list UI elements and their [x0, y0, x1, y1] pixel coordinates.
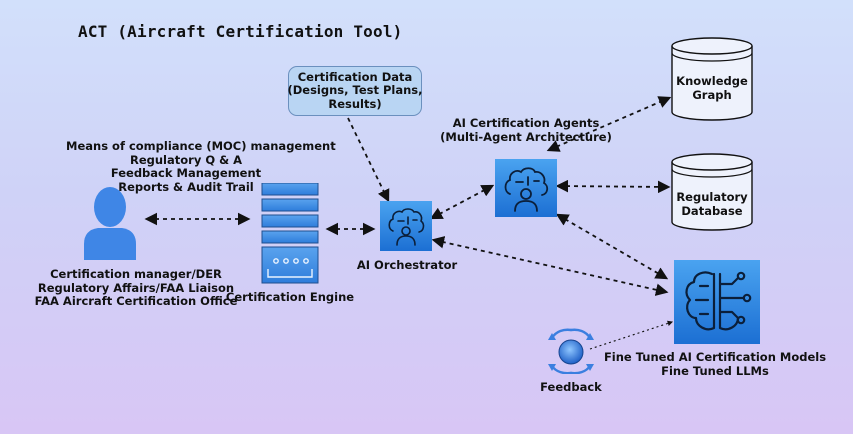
function-item: Feedback Management [110, 166, 262, 180]
certification-data-box[interactable]: Certification Data (Designs, Test Plans,… [287, 66, 423, 116]
engine-label: Certification Engine [225, 290, 355, 304]
database-icon[interactable] [670, 152, 754, 232]
models-label-line: Fine Tuned AI Certification Models [603, 350, 827, 364]
agents-label-line: (Multi-Agent Architecture) [440, 129, 612, 144]
regulatory-db-label-line: Database [681, 204, 743, 218]
server-rack-icon[interactable] [260, 183, 320, 285]
ai-brain-icon[interactable] [495, 159, 557, 217]
orchestrator-label: AI Orchestrator [356, 258, 458, 272]
edge-feedback-models [589, 320, 674, 350]
edge-orchestrator-agents [429, 184, 495, 220]
feedback-loop-icon[interactable] [546, 328, 596, 374]
regulatory-db-label: Regulatory Database [670, 190, 754, 218]
edge-certdata-orchestrator [347, 117, 390, 203]
certification-data-line: Certification Data [297, 69, 413, 84]
regulatory-db-label-line: Regulatory [676, 190, 748, 204]
database-icon[interactable] [670, 36, 754, 122]
user-roles: Certification manager/DER Regulatory Aff… [30, 267, 242, 309]
edge-agents-models [555, 213, 669, 280]
knowledge-graph-label-line: Graph [692, 88, 732, 102]
models-label: Fine Tuned AI Certification Models Fine … [602, 350, 828, 378]
agents-label: AI Certification Agents (Multi-Agent Arc… [440, 116, 612, 144]
edge-orchestrator-models [431, 236, 669, 296]
certification-data-line: (Designs, Test Plans, [287, 83, 423, 98]
function-item: Means of compliance (MOC) management [66, 139, 336, 153]
ai-brain-icon[interactable] [380, 201, 432, 251]
agents-label-line: AI Certification Agents [452, 116, 600, 130]
edge-agents-regulatory-db [555, 179, 671, 194]
person-icon[interactable] [82, 186, 138, 260]
user-role: Certification manager/DER [50, 267, 222, 281]
function-item: Regulatory Q & A [129, 152, 243, 167]
certification-data-line: Results) [328, 96, 382, 111]
models-label-line: Fine Tuned LLMs [661, 363, 769, 378]
neural-brain-icon[interactable] [674, 260, 760, 344]
feedback-label: Feedback [540, 380, 602, 394]
function-item: Reports & Audit Trail [118, 179, 254, 194]
knowledge-graph-label-line: Knowledge [676, 74, 748, 88]
functions-list: Means of compliance (MOC) management Reg… [66, 139, 336, 194]
user-role: Regulatory Affairs/FAA Liaison [37, 280, 235, 295]
diagram-title: ACT (Aircraft Certification Tool) [78, 22, 403, 41]
knowledge-graph-label: Knowledge Graph [670, 74, 754, 102]
user-role: FAA Aircraft Certification Office [34, 294, 238, 308]
